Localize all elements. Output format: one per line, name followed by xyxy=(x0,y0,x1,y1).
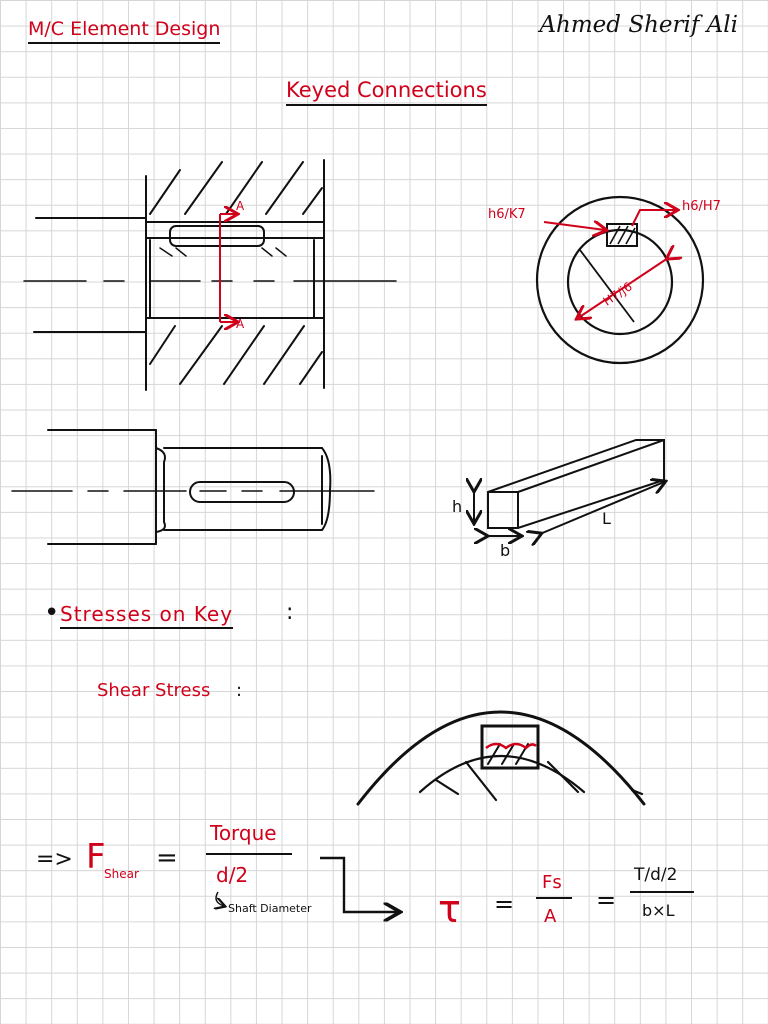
fit-label-hub: h6/H7 xyxy=(682,199,721,214)
page-title: Keyed Connections xyxy=(286,80,487,106)
section-label-bottom: A xyxy=(236,317,245,331)
hub-shaft-section-sketch xyxy=(23,159,397,391)
flow-arrow xyxy=(320,856,398,912)
implies-arrow: => xyxy=(36,847,73,872)
shear-plane-mark xyxy=(485,742,537,750)
force-symbol: F xyxy=(86,837,106,877)
shear-stress-colon: : xyxy=(236,680,243,701)
denominator-d2: d/2 xyxy=(216,863,248,887)
shear-arc-sketch xyxy=(356,710,646,806)
dim-label-length: L xyxy=(602,509,611,528)
note-shaft-diameter: Shaft Diameter xyxy=(228,902,312,915)
tau-symbol: τ xyxy=(438,887,461,931)
force-subscript: Shear xyxy=(104,867,139,881)
equals-2: = xyxy=(494,890,514,918)
bullet: • xyxy=(44,598,60,628)
dim-label-width: b xyxy=(500,541,510,560)
key-dimension-sketch xyxy=(474,439,664,536)
note-arrow xyxy=(216,891,224,906)
section-heading: Stresses on Key xyxy=(60,604,234,629)
fs-numerator: Fs xyxy=(542,872,562,893)
fit-arrows xyxy=(543,210,676,318)
header-course-title: M/C Element Design xyxy=(28,20,221,44)
header-author: Ahmed Sherif Ali xyxy=(539,12,738,38)
equals-1: = xyxy=(156,843,178,873)
shear-formula: => F Shear = Torque d/2 Shaft Diameter τ… xyxy=(36,821,694,931)
shear-stress-heading: Shear Stress xyxy=(97,680,211,701)
equals-3: = xyxy=(596,886,616,914)
section-label-top: A xyxy=(236,199,245,213)
section-colon: : xyxy=(286,600,294,625)
b-times-l: b×L xyxy=(642,901,675,920)
fit-label-hub-key: h6/K7 xyxy=(488,207,526,222)
numerator-torque: Torque xyxy=(209,821,277,845)
t-over-d2: T/d/2 xyxy=(633,865,677,885)
shaft-hub-circle-sketch xyxy=(535,195,705,365)
dim-label-height: h xyxy=(452,497,462,516)
area-denominator: A xyxy=(544,906,557,927)
shaft-keyway-sketch xyxy=(11,429,375,545)
section-line-a-a xyxy=(219,214,236,322)
